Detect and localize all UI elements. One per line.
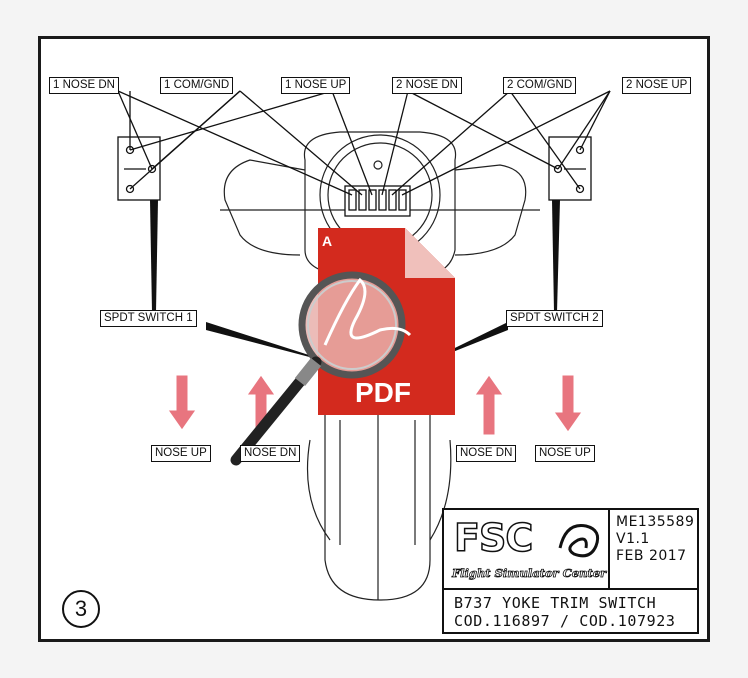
- logo-text: FSC: [453, 515, 534, 561]
- label-2-com-gnd: 2 COM/GND: [503, 77, 577, 94]
- version: V1.1: [616, 531, 650, 547]
- arrow-down-left: [167, 374, 197, 431]
- label-2-nose-dn: 2 NOSE DN: [392, 77, 462, 94]
- pdf-label: PDF: [355, 377, 411, 408]
- drawing-title: B737 YOKE TRIM SWITCH COD.116897 / COD.1…: [454, 594, 691, 630]
- svg-text:A: A: [322, 233, 332, 249]
- switch-2-body: [548, 136, 592, 201]
- arrow-up-right: [474, 374, 504, 436]
- title-block: FSC Flight Simulator Center ME135589 V1.…: [442, 508, 699, 634]
- part-number: ME135589: [616, 514, 695, 530]
- label-nose-up-left: NOSE UP: [151, 445, 211, 462]
- label-nose-dn-right: NOSE DN: [456, 445, 517, 462]
- drawing-info: ME135589 V1.1 FEB 2017: [610, 510, 697, 590]
- page-number: 3: [62, 590, 100, 628]
- label-1-nose-dn: 1 NOSE DN: [49, 77, 119, 94]
- logo-subtitle: Flight Simulator Center: [452, 566, 607, 581]
- logo-swirl-icon: [558, 523, 600, 558]
- label-spdt-switch-2: SPDT SWITCH 2: [506, 310, 603, 327]
- switch-1-body: [117, 136, 161, 201]
- wires: [117, 90, 611, 196]
- label-spdt-switch-1: SPDT SWITCH 1: [100, 310, 197, 327]
- title-line-1: B737 YOKE TRIM SWITCH: [454, 594, 657, 612]
- label-nose-up-right: NOSE UP: [535, 445, 595, 462]
- label-2-nose-up: 2 NOSE UP: [622, 77, 692, 94]
- title-line-2: COD.116897 / COD.107923: [454, 612, 676, 630]
- label-1-com-gnd: 1 COM/GND: [160, 77, 234, 94]
- pdf-magnifier-icon: A PDF: [230, 228, 455, 466]
- date: FEB 2017: [616, 548, 687, 564]
- arrow-down-right: [553, 374, 583, 433]
- arrows: [167, 374, 583, 436]
- connector: [344, 185, 411, 217]
- label-nose-dn-left: NOSE DN: [240, 445, 301, 462]
- fsc-logo: FSC Flight Simulator Center: [444, 510, 610, 590]
- label-1-nose-up: 1 NOSE UP: [281, 77, 351, 94]
